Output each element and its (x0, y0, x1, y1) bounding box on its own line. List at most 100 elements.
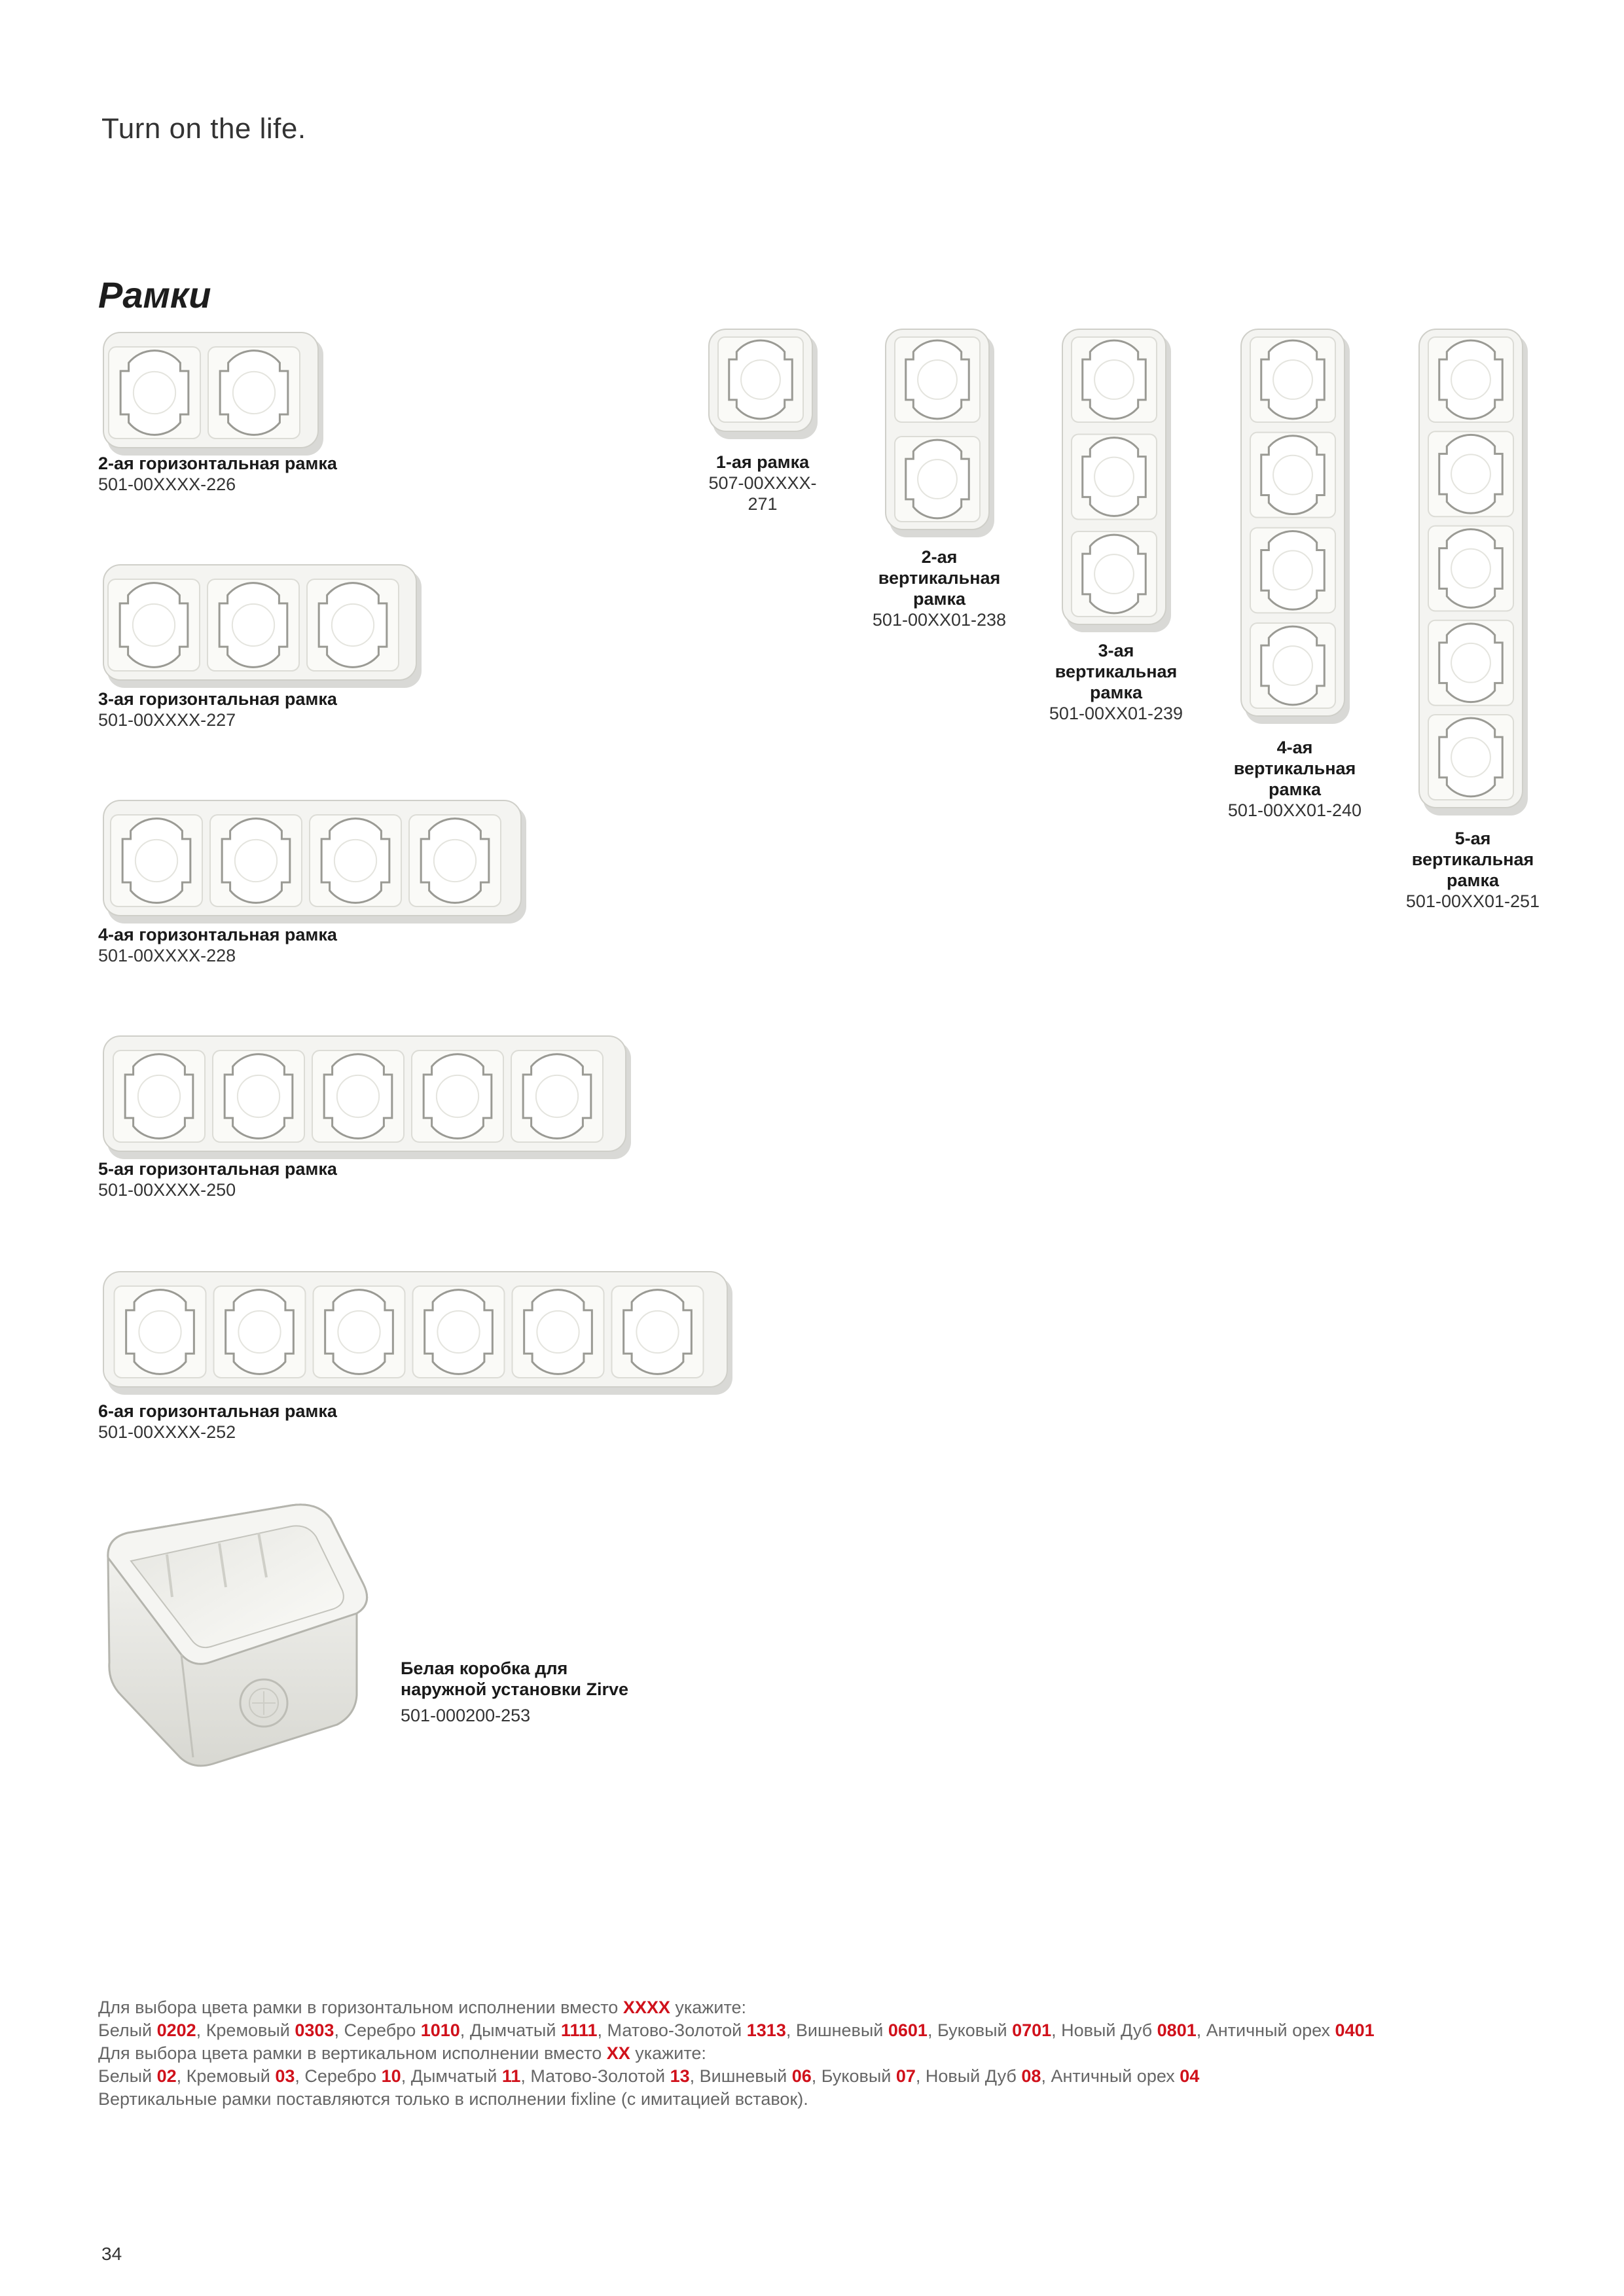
frame-opening (1438, 717, 1504, 798)
separator: , (915, 2066, 926, 2086)
color-notes: Для выбора цвета рамки в горизонтальном … (98, 1996, 1375, 2111)
frame-photo (103, 1271, 732, 1395)
color-code: 0801 (1157, 2020, 1197, 2040)
vertical-frame-caption: 4-ая вертикальная рамка 501-00XX01-240 (1223, 737, 1367, 821)
frame-opening (218, 582, 289, 668)
frame-title: 4-ая (1276, 738, 1313, 757)
frame-opening (1438, 622, 1504, 704)
color-name: Серебро (304, 2066, 382, 2086)
color-name: Античный орех (1051, 2066, 1180, 2086)
color-name: Серебро (344, 2020, 421, 2040)
separator: , (1051, 2020, 1062, 2040)
frame-ring (132, 370, 177, 415)
separator: , (1041, 2066, 1051, 2086)
frame-title: вертикальная (878, 568, 1001, 588)
frame-photo (708, 329, 818, 439)
notes-text: укажите: (630, 2043, 706, 2063)
frame-ring (437, 1310, 480, 1354)
frame-code: 501-00XXXX-226 (98, 475, 236, 494)
frame-ring (333, 838, 378, 883)
color-code: 11 (501, 2066, 521, 2086)
frame-opening (121, 817, 192, 904)
frame-title: рамка (912, 589, 965, 609)
color-code: 1010 (420, 2020, 460, 2040)
box-code: 501-000200-253 (401, 1706, 531, 1725)
separator: , (176, 2066, 187, 2086)
color-code: 02 (156, 2066, 177, 2086)
color-name: Античный орех (1206, 2020, 1335, 2040)
frame-cells (1071, 336, 1157, 617)
color-name: Кремовый (206, 2020, 295, 2040)
frame-ring (740, 359, 781, 400)
frame-ring (1451, 454, 1491, 495)
frame-opening (1081, 533, 1147, 615)
frame-opening (221, 817, 291, 904)
frame-ring (1451, 642, 1491, 683)
color-name: Белый (98, 2066, 157, 2086)
frame-title: вертикальная (1411, 850, 1534, 869)
frame-opening (225, 1289, 295, 1375)
color-code: 0303 (295, 2020, 334, 2040)
horizontal-frame-caption: 3-ая горизонтальная рамка 501-00XXXX-227 (98, 689, 337, 730)
notes-line: Белый 0202, Кремовый 0303, Серебро 1010,… (98, 2019, 1375, 2042)
frame-ring (433, 838, 477, 883)
frame-code: 501-00XXXX-228 (98, 946, 236, 965)
frame-title: 4-ая горизонтальная рамка (98, 925, 337, 944)
color-name: Дымчатый (469, 2020, 561, 2040)
page-number: 34 (101, 2244, 122, 2264)
frame-opening (523, 1289, 593, 1375)
color-code: 10 (381, 2066, 401, 2086)
frame-opening (728, 339, 793, 420)
separator: , (1196, 2020, 1206, 2040)
color-code: 1111 (560, 2020, 598, 2040)
frame-title: 5-ая горизонтальная рамка (98, 1159, 337, 1179)
color-name: Буковый (821, 2066, 896, 2086)
frame-title: 5-ая (1454, 829, 1491, 848)
frame-ring (1094, 554, 1134, 594)
frame-ring (917, 459, 958, 499)
vertical-frame-caption: 2-ая вертикальная рамка 501-00XX01-238 (867, 547, 1011, 630)
notes-code: XX (606, 2043, 630, 2063)
frame-cells (1250, 336, 1336, 709)
vertical-frame-caption: 1-ая рамка 507-00XXXX-271 (697, 452, 828, 514)
color-name: Матово-Золотой (530, 2066, 670, 2086)
color-code: 0202 (156, 2020, 196, 2040)
frame-opening (422, 1053, 493, 1139)
box-title: Белая коробка для (401, 1659, 568, 1678)
frame-opening (905, 439, 970, 520)
frame-opening (420, 817, 490, 904)
frame-photo (103, 564, 422, 688)
separator: , (196, 2020, 206, 2040)
frame-title: 6-ая горизонтальная рамка (98, 1401, 337, 1421)
notes-text: Для выбора цвета рамки в вертикальном ис… (98, 2043, 607, 2063)
frame-photo (885, 329, 994, 537)
horizontal-frame-caption: 2-ая горизонтальная рамка 501-00XXXX-226 (98, 453, 337, 495)
frame-opening (1081, 437, 1147, 517)
frame-code: 501-00XXXX-250 (98, 1180, 236, 1200)
frame-body (1240, 329, 1345, 717)
notes-line: Белый 02, Кремовый 03, Серебро 10, Дымча… (98, 2065, 1375, 2088)
frame-title: 3-ая горизонтальная рамка (98, 689, 337, 709)
frame-opening (1438, 433, 1504, 514)
frame-ring (917, 359, 958, 400)
frame-cells (717, 336, 804, 423)
frame-title: 2-ая горизонтальная рамка (98, 454, 337, 473)
frame-cells (110, 814, 501, 907)
frame-opening (320, 817, 391, 904)
separator: , (460, 2020, 470, 2040)
frame-photo (1418, 329, 1528, 816)
frame-opening (1260, 530, 1326, 611)
separator: , (597, 2020, 607, 2040)
notes-line: Для выбора цвета рамки в вертикальном ис… (98, 2042, 1375, 2065)
box-caption: Белая коробка для наружной установки Zir… (401, 1658, 628, 1726)
frame-opening (124, 1053, 194, 1139)
frame-opening (424, 1289, 494, 1375)
frame-title: вертикальная (1055, 662, 1178, 681)
frame-photo (1240, 329, 1350, 724)
color-name: Кремовый (186, 2066, 276, 2086)
separator: , (689, 2066, 700, 2086)
frame-opening (125, 1289, 195, 1375)
surface-box-photo (107, 1503, 369, 1767)
color-code: 13 (670, 2066, 690, 2086)
notes-text: укажите: (670, 1998, 747, 2017)
